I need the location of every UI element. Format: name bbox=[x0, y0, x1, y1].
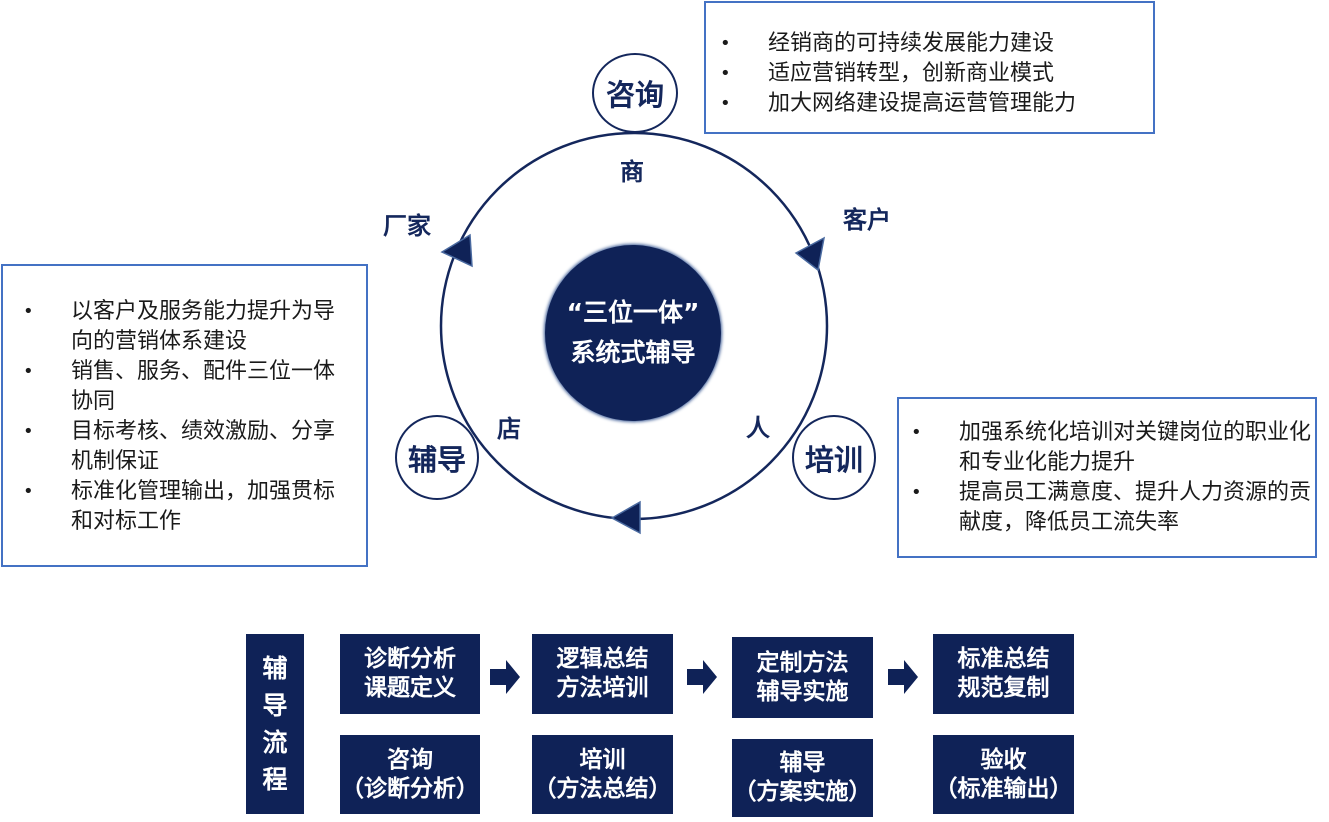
label-store: 店 bbox=[497, 415, 521, 443]
node-train: 培训 bbox=[792, 415, 876, 500]
consult-item: •经销商的可持续发展能力建设 bbox=[720, 31, 1055, 56]
flow-arrow-icon bbox=[687, 660, 717, 694]
coach-item: •目标考核、绩效激励、分享机制保证 bbox=[23, 419, 336, 474]
info-box-coach: •以客户及服务能力提升为导向的营销体系建设 •销售、服务、配件三位一体协同 •目… bbox=[1, 264, 368, 567]
label-dealer: 商 bbox=[620, 158, 644, 186]
train-item: •提高员工满意度、提升人力资源的贡献度，降低员工流失率 bbox=[911, 480, 1312, 535]
coach-item: •以客户及服务能力提升为导向的营销体系建设 bbox=[23, 299, 336, 354]
info-box-train: •加强系统化培训对关键岗位的职业化和专业化能力提升 •提高员工满意度、提升人力资… bbox=[897, 397, 1317, 558]
flow-arrow-icon bbox=[490, 660, 520, 694]
step-1-bottom: 咨询（诊断分析） bbox=[340, 735, 480, 814]
step-1-top: 诊断分析课题定义 bbox=[340, 634, 480, 714]
center-circle: “三位一体” 系统式辅导 bbox=[545, 245, 721, 421]
step-3-bottom: 辅导（方案实施） bbox=[732, 739, 873, 817]
step-2-bottom: 培训（方法总结） bbox=[532, 735, 673, 814]
node-coach: 辅导 bbox=[395, 415, 479, 500]
step-3-top: 定制方法辅导实施 bbox=[732, 637, 873, 718]
step-2-top: 逻辑总结方法培训 bbox=[532, 634, 673, 714]
consult-item: •加大网络建设提高运营管理能力 bbox=[720, 91, 1077, 116]
center-subtitle: 系统式辅导 bbox=[570, 338, 696, 367]
flow-arrow-icon bbox=[888, 660, 918, 694]
label-customer: 客户 bbox=[843, 206, 891, 234]
coach-item: •销售、服务、配件三位一体协同 bbox=[23, 359, 336, 414]
consult-item: •适应营销转型，创新商业模式 bbox=[720, 61, 1055, 86]
center-title: “三位一体” bbox=[566, 298, 700, 327]
process-title: 辅 导 流 程 bbox=[246, 634, 304, 814]
label-manufacturer: 厂家 bbox=[383, 212, 431, 240]
node-consult: 咨询 bbox=[592, 53, 678, 133]
ring-arrow-left bbox=[440, 233, 473, 268]
step-4-bottom: 验收（标准输出） bbox=[933, 735, 1074, 814]
label-people: 人 bbox=[746, 414, 770, 442]
info-box-consult: •经销商的可持续发展能力建设 •适应营销转型，创新商业模式 •加大网络建设提高运… bbox=[704, 1, 1155, 134]
ring-arrow-right bbox=[794, 236, 826, 272]
ring-arrow-bottom bbox=[610, 500, 641, 535]
step-4-top: 标准总结规范复制 bbox=[933, 634, 1074, 714]
coach-item: •标准化管理输出，加强贯标和对标工作 bbox=[23, 479, 336, 534]
train-item: •加强系统化培训对关键岗位的职业化和专业化能力提升 bbox=[911, 420, 1312, 475]
